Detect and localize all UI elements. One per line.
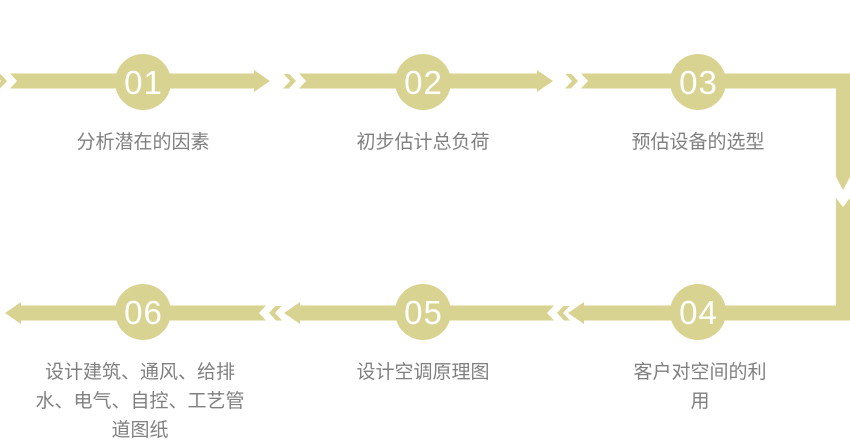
arrow-down-icon (836, 74, 850, 190)
step-number-03: 03 (679, 63, 718, 101)
step-label-01: 分析潜在的因素 (76, 132, 210, 153)
step-number-01: 01 (124, 63, 163, 101)
step-circle-05: 05 (395, 284, 451, 340)
step-circle-03: 03 (670, 54, 726, 110)
chevron-right-icon (283, 73, 296, 89)
step-number-04: 04 (679, 293, 718, 331)
step-number-06: 06 (124, 293, 163, 331)
step-label-05: 设计空调原理图 (356, 362, 490, 383)
chevron-left-icon (269, 305, 282, 321)
step-label-02: 初步估计总负荷 (356, 132, 490, 153)
step-label-03: 预估设备的选型 (631, 132, 765, 153)
step-circle-04: 04 (670, 284, 726, 340)
chevron-left-icon (557, 305, 570, 321)
step-label-06: 设计建筑、通风、给排 水、电气、自控、工艺管 道图纸 (35, 362, 245, 441)
step-circle-01: 01 (115, 54, 171, 110)
step-circle-02: 02 (395, 54, 451, 110)
step-label-04: 客户对空间的利 用 (633, 362, 767, 412)
step-number-02: 02 (404, 63, 443, 101)
chevron-right-icon (0, 73, 7, 89)
step-number-05: 05 (404, 293, 443, 331)
step-circle-06: 06 (115, 284, 171, 340)
vertical-connector-bar (836, 198, 850, 320)
chevron-right-icon (565, 73, 578, 89)
